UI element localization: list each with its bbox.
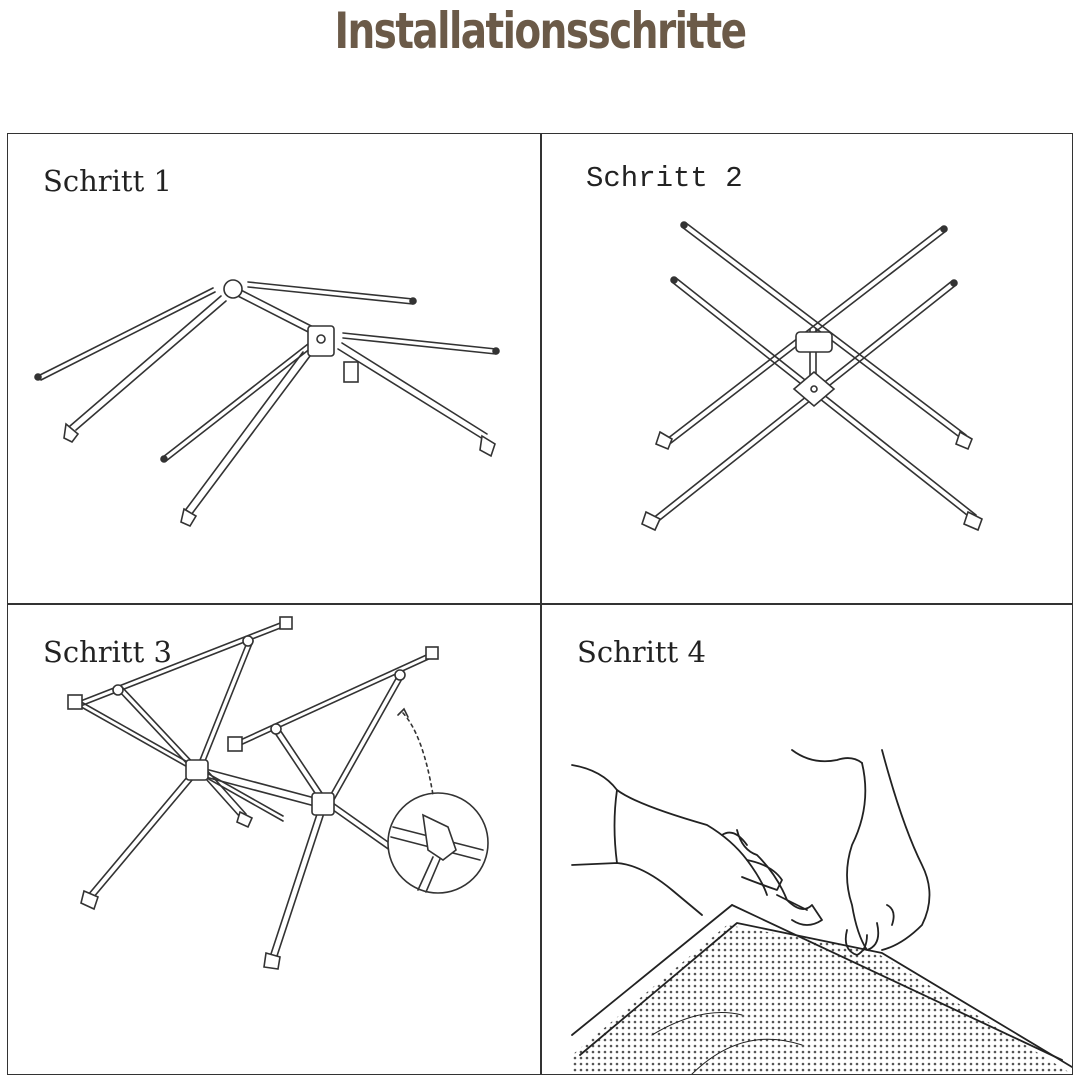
step-3-label: Schritt 3 xyxy=(43,635,172,669)
step-4-panel: Schritt 4 xyxy=(542,605,1072,1074)
page-title: Installationsschritte xyxy=(334,2,748,60)
step-1-label: Schritt 1 xyxy=(43,164,172,198)
step-1-panel: Schritt 1 xyxy=(8,134,540,603)
step-1-illustration xyxy=(34,279,500,528)
step-3-illustration xyxy=(67,616,489,970)
step-4-label: Schritt 4 xyxy=(577,635,706,669)
step-2-panel: Schritt 2 xyxy=(542,134,1072,603)
step-4-illustration xyxy=(571,749,1072,1074)
step-2-illustration xyxy=(641,221,983,532)
grid-divider-horizontal xyxy=(8,603,1072,605)
steps-grid: Schritt 1 xyxy=(7,133,1073,1075)
step-3-panel: Schritt 3 xyxy=(8,605,540,1074)
step-2-label: Schritt 2 xyxy=(586,162,743,195)
